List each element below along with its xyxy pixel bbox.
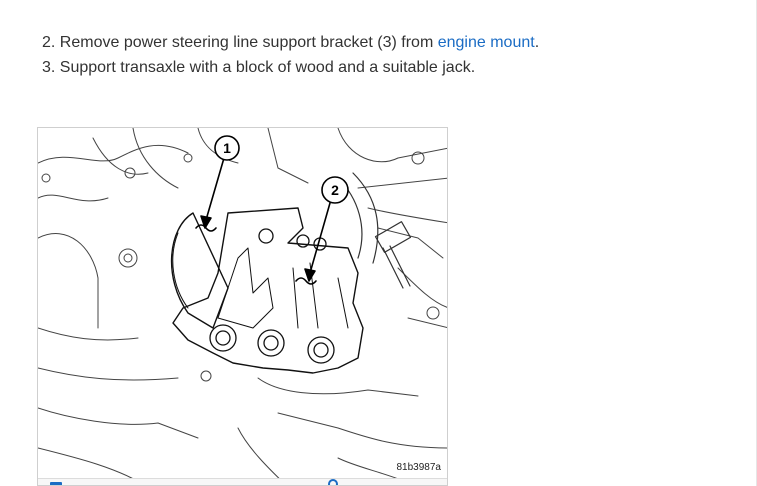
step-3: 3. Support transaxle with a block of woo… [42,55,539,80]
expand-icon[interactable] [50,482,62,485]
step-2-text: 2. Remove power steering line support br… [42,34,438,51]
callout-1-leader [195,157,225,232]
mount-bolts [209,228,335,364]
engine-mount-link[interactable]: engine mount [437,34,535,51]
figure-toolbar [38,478,447,485]
callout-1-label: 1 [223,140,231,156]
callout-2-circle [321,176,349,204]
instruction-steps: 2. Remove power steering line support br… [42,30,539,80]
engine-mount-diagram[interactable]: 1 2 81b3987a [37,127,448,486]
callout-2-label: 2 [331,182,339,198]
step-3-text: 3. Support transaxle with a block of woo… [42,59,476,76]
hose-right [337,172,412,289]
figure-id: 81b3987a [396,462,442,473]
zoom-icon[interactable] [328,479,338,485]
step-2-period: . [534,34,540,51]
diagram-artwork: 1 2 [38,128,447,485]
callout-1-circle [214,135,240,161]
engine-bay-background [38,128,447,485]
step-2: 2. Remove power steering line support br… [42,30,539,55]
callout-2-leader [295,202,331,285]
